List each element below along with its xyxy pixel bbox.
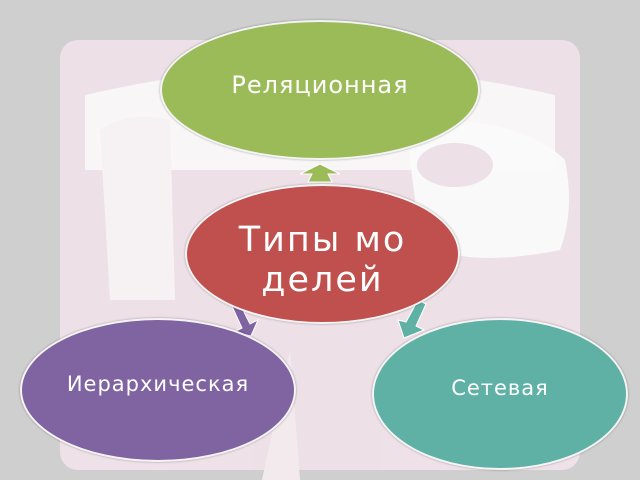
node-model-types: Типы моделей	[185, 184, 460, 324]
node-hierarchical-label: Иерархическая	[66, 372, 250, 396]
node-relational: Реляционная	[160, 20, 480, 160]
node-network: Сетевая	[372, 318, 628, 470]
node-hierarchical: Иерархическая	[20, 318, 296, 462]
node-network-label: Сетевая	[451, 376, 549, 400]
node-model-types-label: Типы моделей	[238, 220, 407, 300]
node-relational-label: Реляционная	[231, 71, 409, 99]
